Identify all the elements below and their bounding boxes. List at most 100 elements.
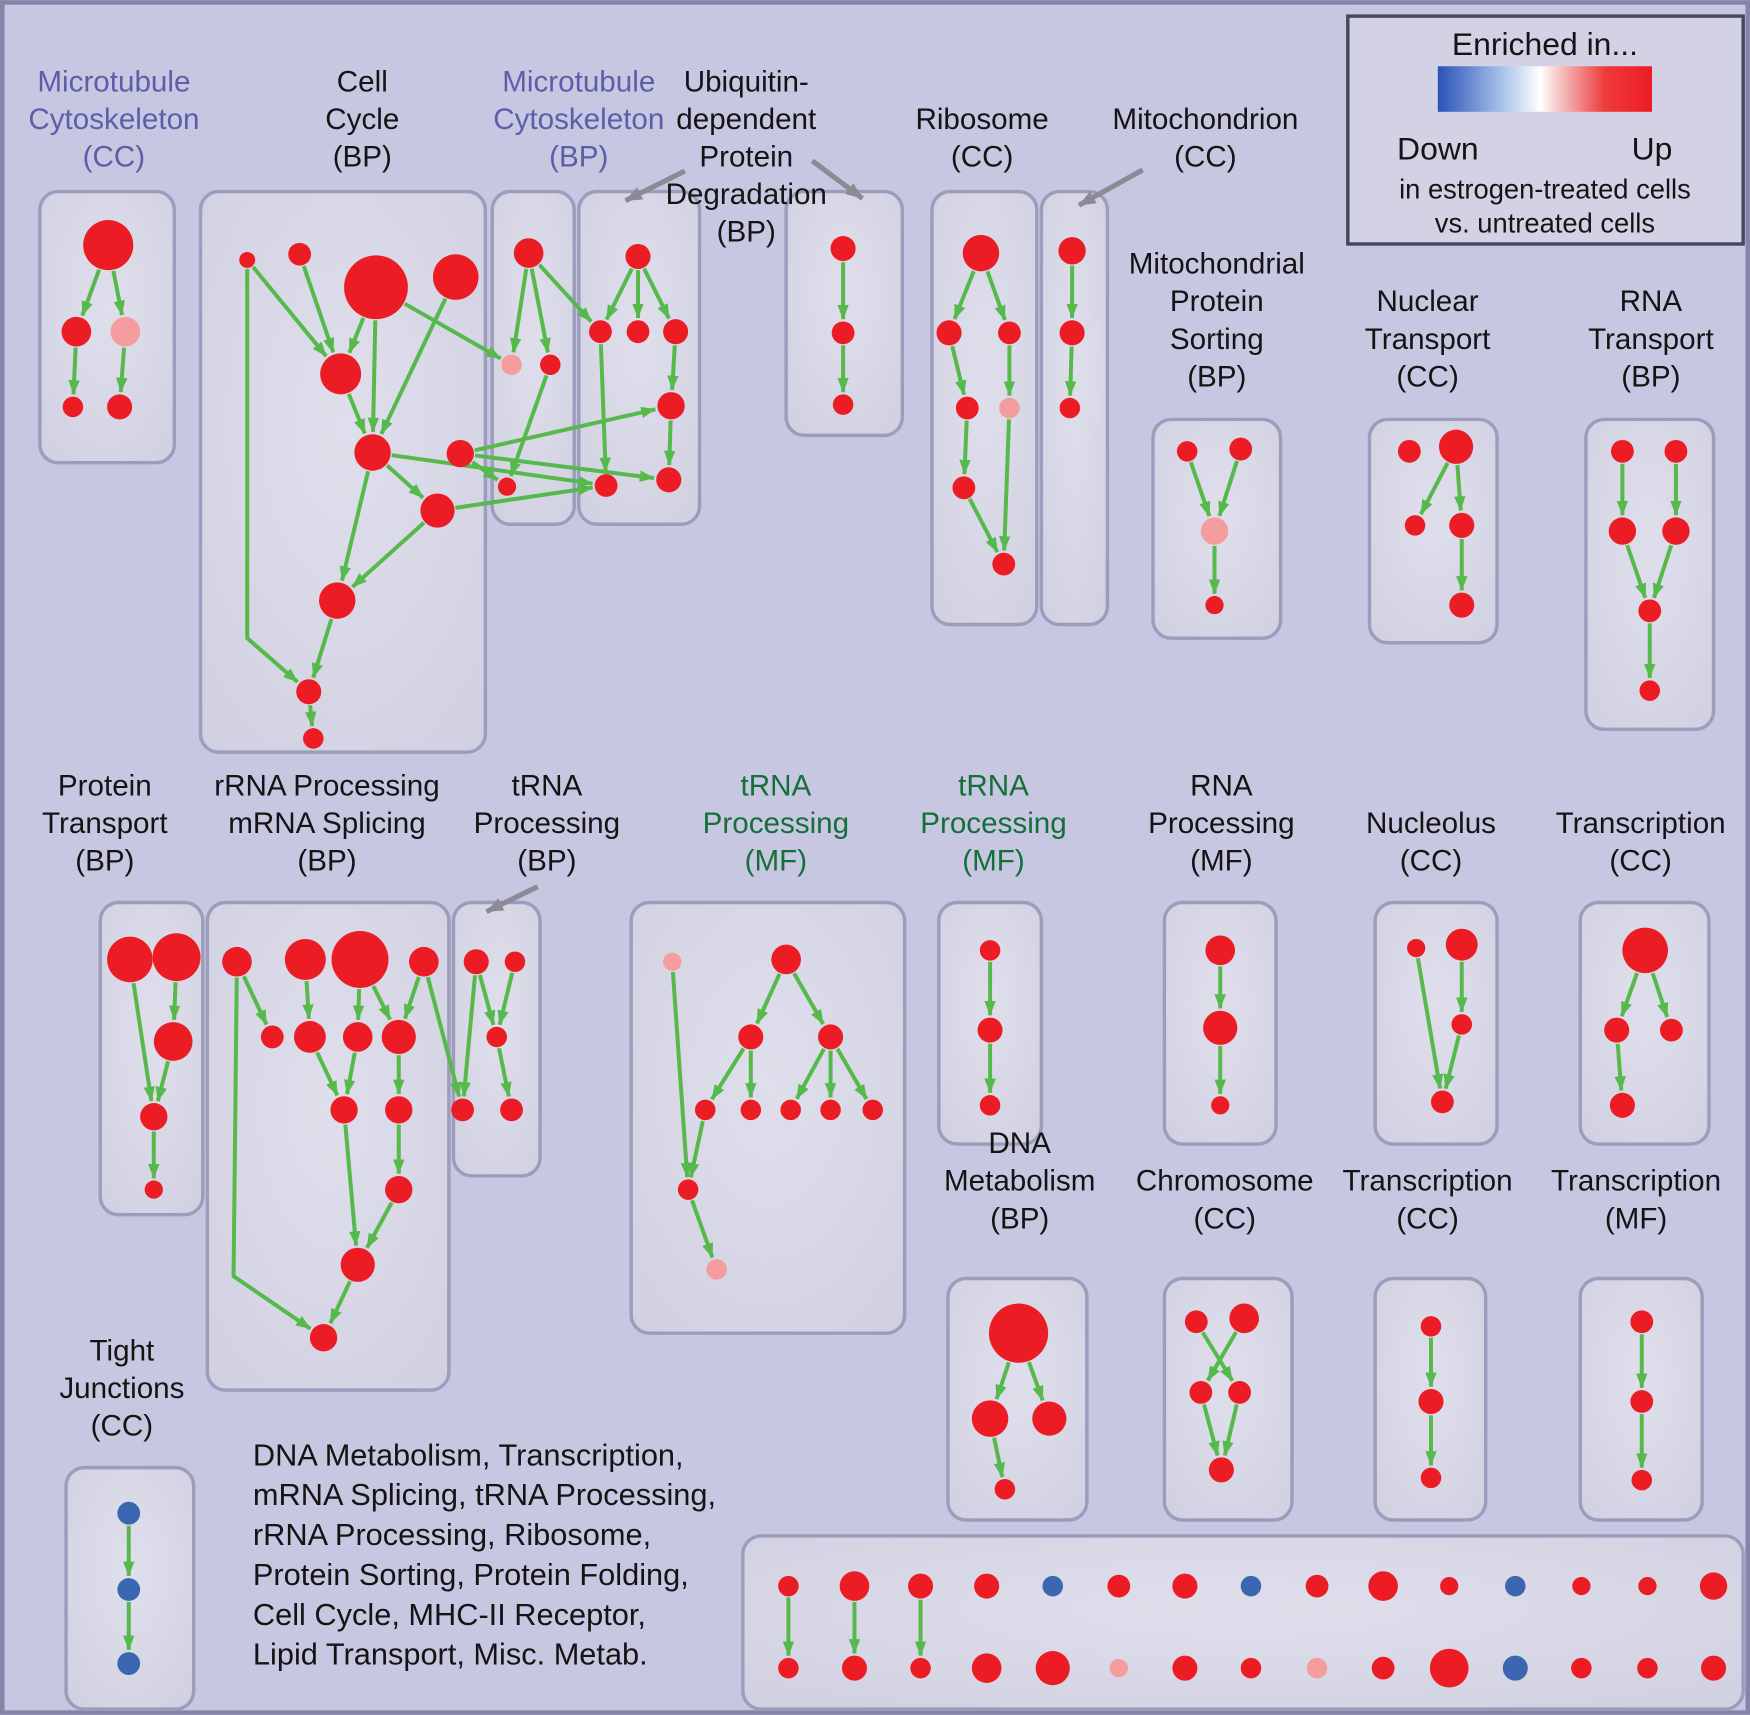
- node-mcc2: [61, 316, 92, 347]
- group-box-ribosome-cc: [930, 189, 1039, 627]
- node-dm1: [988, 1303, 1049, 1363]
- node-ch4: [1228, 1381, 1251, 1404]
- node-rp3: [1211, 1096, 1230, 1115]
- node-ms3: [1200, 517, 1229, 545]
- group-label-line: (CC): [951, 141, 1014, 174]
- edge-rr4-tp4: [425, 976, 462, 1098]
- node-ba11: [1440, 1576, 1459, 1596]
- node-rr11: [385, 1175, 413, 1204]
- group-label-line: (CC): [1174, 141, 1237, 174]
- node-bb4: [971, 1653, 1002, 1683]
- edge-rr3-rr7: [352, 989, 365, 1021]
- group-label-line: Microtubule: [37, 65, 190, 98]
- legend-down-label: Down: [1397, 131, 1479, 167]
- group-box-nucleolus-cc: [1373, 900, 1499, 1146]
- edge-tm2-tm3: [755, 973, 782, 1025]
- node-ba8: [1240, 1575, 1262, 1597]
- caption-line: rRNA Processing, Ribosome,: [253, 1517, 651, 1552]
- node-bb14: [1637, 1657, 1658, 1679]
- edge-mcc2-mcc4: [68, 347, 80, 395]
- edge-tm4-tm7: [794, 1047, 826, 1100]
- group-label-line: Mitochondrion: [1112, 103, 1298, 136]
- group-label-line: (CC): [1396, 1202, 1459, 1235]
- node-nu2: [1445, 928, 1478, 961]
- node-tc2: [1604, 1017, 1630, 1043]
- caption-line: mRNA Splicing, tRNA Processing,: [253, 1477, 716, 1512]
- edge-mcc1-mcc2: [80, 269, 101, 317]
- edge-dm1-dm3: [1027, 1361, 1045, 1402]
- edge-mb1-ub2: [537, 263, 593, 323]
- legend-up-label: Up: [1632, 131, 1673, 167]
- edge-tm3-tm5: [710, 1047, 746, 1101]
- node-cc7: [446, 439, 474, 468]
- edge-ub1-ub2: [604, 267, 634, 321]
- edge-rb5-rb7: [999, 419, 1011, 552]
- node-ba1: [778, 1575, 799, 1597]
- node-cc6: [354, 434, 391, 471]
- edge-tm1-tm10: [670, 971, 692, 1178]
- caption-line: DNA Metabolism, Transcription,: [253, 1437, 684, 1472]
- node-tj1: [117, 1501, 141, 1525]
- edge-tp1-tp4: [459, 975, 477, 1097]
- node-mcc4: [62, 396, 84, 418]
- edge-rt4-rt5: [1652, 544, 1674, 599]
- edge-ub4-ub5: [667, 345, 679, 391]
- legend-note-1: in estrogen-treated cells: [1399, 173, 1691, 204]
- legend-title: Enriched in...: [1452, 26, 1638, 62]
- group-label-line: Protein: [699, 141, 793, 174]
- node-mb2: [501, 354, 522, 375]
- edge-pt3-pt4: [155, 1060, 170, 1102]
- group-label-line: Junctions: [59, 1372, 184, 1405]
- node-mo2: [1059, 320, 1085, 346]
- edge-cc3-cc6: [367, 320, 380, 433]
- node-tp5: [500, 1098, 523, 1122]
- node-tx2: [1630, 1390, 1654, 1413]
- group-label-line: (BP): [517, 845, 576, 878]
- group-label-line: Processing: [474, 807, 620, 840]
- group-label-chromosome-cc: Chromosome(CC): [1136, 1165, 1314, 1236]
- group-label-line: (MF): [1190, 845, 1252, 878]
- node-ub2: [589, 320, 612, 344]
- edge-pt1-pt4: [131, 982, 155, 1102]
- edge-ub1-ub4: [642, 267, 671, 320]
- node-tc4: [1609, 1092, 1635, 1118]
- node-pt2: [152, 933, 201, 982]
- group-label-line: Tight: [90, 1335, 156, 1368]
- edge-rr1-rr13: [231, 977, 312, 1331]
- group-label-line: tRNA: [958, 769, 1029, 802]
- edge-nt2-nt4: [1454, 464, 1466, 512]
- edge-tm10-tm11: [690, 1199, 715, 1259]
- node-tm11: [706, 1259, 727, 1280]
- group-label-transcription-mf: Transcription(MF): [1551, 1165, 1721, 1236]
- group-label-line: Transport: [1365, 323, 1491, 356]
- group-label-line: dependent: [676, 103, 817, 136]
- node-tx3: [1631, 1469, 1653, 1491]
- edge-rb6-rb7: [967, 497, 1000, 553]
- node-rt3: [1608, 517, 1637, 545]
- edge-tm5-tm10: [688, 1120, 705, 1178]
- group-label-line: Cycle: [325, 103, 399, 136]
- group-label-transcription-cc-middle: Transcription(CC): [1556, 807, 1726, 878]
- node-rr10: [385, 1096, 413, 1124]
- node-cc9: [319, 582, 356, 619]
- node-rr8: [381, 1019, 416, 1055]
- edge-rr12-rr13: [328, 1280, 352, 1325]
- group-label-line: Microtubule: [502, 65, 655, 98]
- edge-dm2-dm4: [992, 1437, 1005, 1478]
- node-ba3: [908, 1573, 934, 1599]
- node-bb12: [1502, 1655, 1528, 1681]
- node-tf1: [979, 940, 1001, 961]
- node-pt3: [153, 1022, 193, 1061]
- edge-tp1-tp3: [477, 974, 496, 1026]
- group-label-line: Degradation: [666, 178, 827, 211]
- edge-rb1-rb2: [952, 270, 976, 320]
- node-ch5: [1208, 1457, 1234, 1483]
- node-ub4: [663, 319, 689, 345]
- group-label-line: Transcription: [1556, 807, 1726, 840]
